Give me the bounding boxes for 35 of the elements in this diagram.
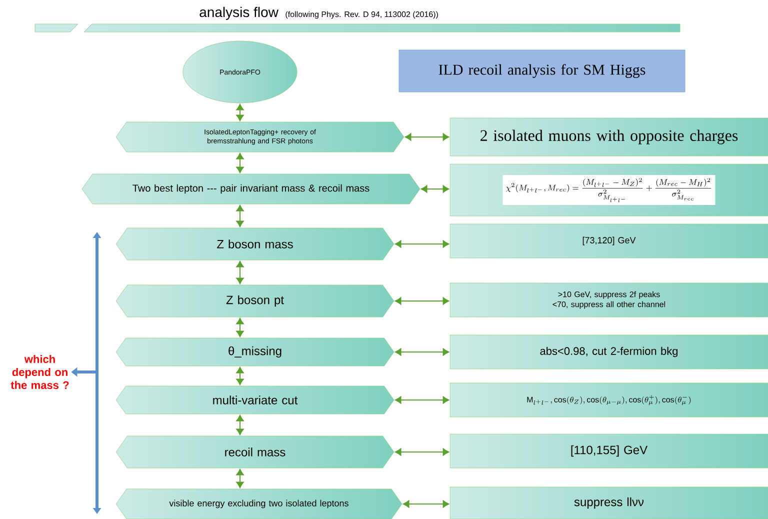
arrow: [236, 204, 244, 228]
arrow: [236, 318, 244, 338]
arrow: [395, 348, 450, 356]
criterion-box: $\mathrm{M}_{l^+l^-}, \cos(\theta_Z), \cos(\theta_{\mu-\mu}), \cos(\theta_\mu^+), \cos(\theta_\mu^-)$: [450, 382, 768, 418]
criterion-box: $\chi^2(M_{l^+l^-}, M_{rec}) = \frac{(M_{l^+l^-} - M_Z)^2}{\sigma^2_{M_{l^+l^-}}} + \frac{(M_{rec} - M_H)^2}{\sigma^2_{M_{rec}}}$: [450, 164, 768, 216]
step-hexagon: θ_missing: [116, 338, 394, 366]
step-hexagon: Z boson pt: [116, 284, 394, 318]
arrow: [395, 448, 450, 456]
arrow: [236, 366, 244, 386]
arrow: [403, 500, 450, 508]
arrow: [236, 152, 244, 174]
step-hexagon: visible energy excluding two isolated leptons: [116, 488, 402, 519]
question-text: which depend on the mass ?: [10, 354, 69, 390]
step-hexagon: recoil mass: [116, 436, 394, 468]
arrow: [395, 240, 450, 248]
arrow: [236, 414, 244, 436]
criterion-box: abs<0.98, cut 2-fermion bkg: [450, 334, 768, 370]
criterion-box: suppress llνν: [450, 486, 768, 519]
citation: (following Phys. Rev. D 94, 113002 (2016)): [286, 11, 438, 19]
arrow: [236, 260, 244, 284]
criterion-box: >10 GeV, suppress 2f peaks <70, suppress all other channel: [450, 282, 768, 318]
arrow: [395, 297, 450, 305]
arrow: [236, 468, 244, 488]
criterion-box: [110,155] GeV: [450, 434, 768, 468]
step-hexagon: Two best lepton --- pair invariant mass & recoil mass: [82, 174, 420, 204]
arrow: [395, 396, 450, 404]
step-hexagon: Z boson mass: [116, 228, 394, 260]
arrow: [421, 185, 450, 193]
title: analysis flow: [200, 6, 278, 20]
arrow: [236, 104, 244, 122]
criterion-box: 2 isolated muons with opposite charges: [450, 118, 768, 156]
step-hexagon: multi-variate cut: [116, 386, 394, 414]
arrow: [405, 133, 450, 141]
criterion-box: [73,120] GeV: [450, 224, 768, 258]
title-box: ILD recoil analysis for SM Higgs: [398, 50, 686, 92]
